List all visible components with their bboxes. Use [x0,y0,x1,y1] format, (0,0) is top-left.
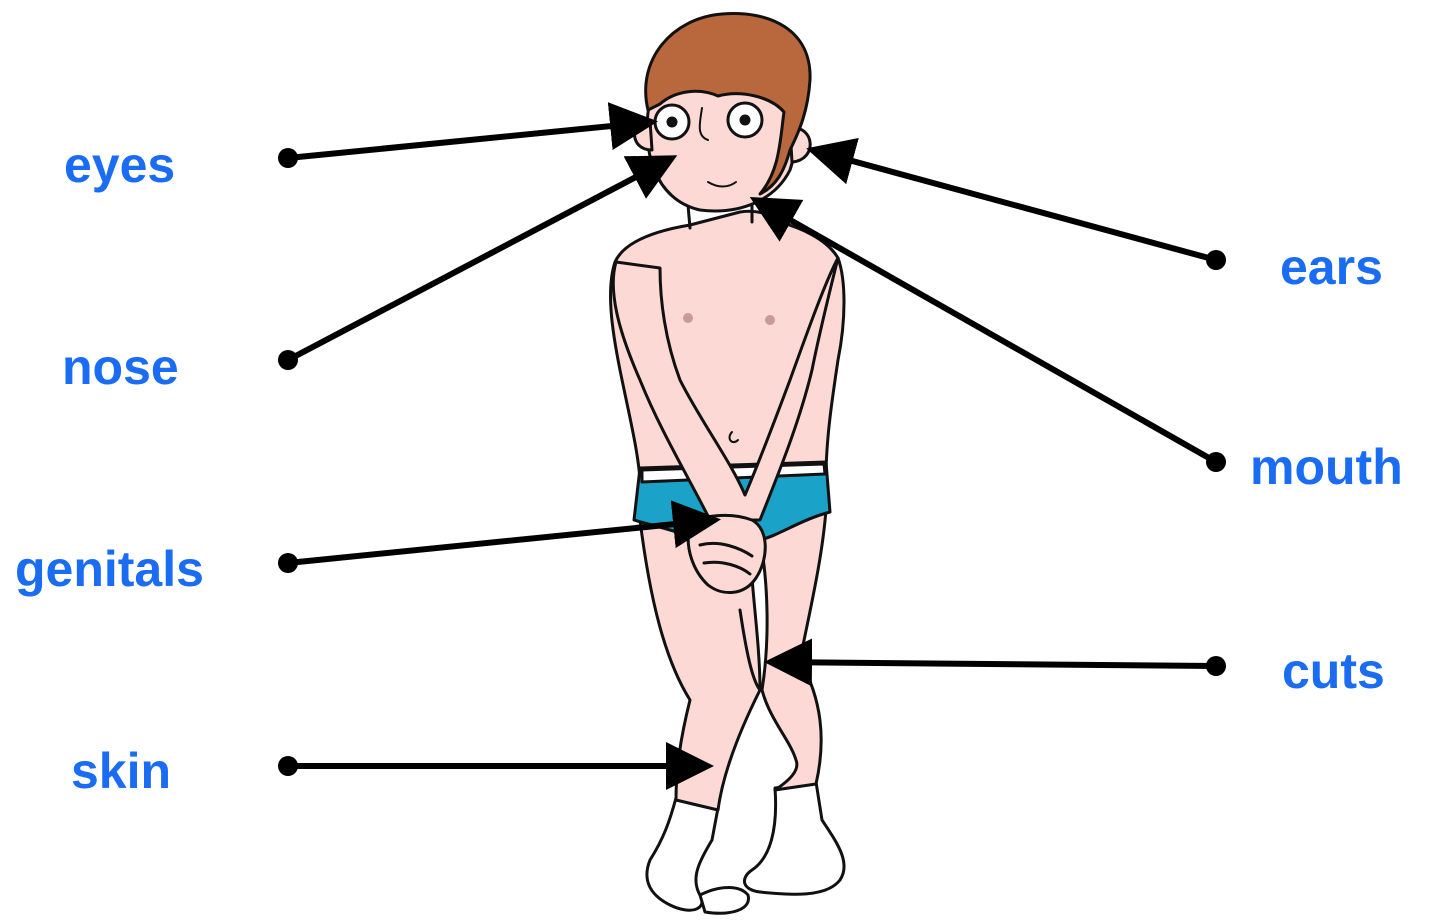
label-cuts: cuts [1282,646,1385,696]
dot-genitals [278,553,298,573]
label-mouth: mouth [1250,442,1403,492]
pointer-ears [812,150,1216,260]
dot-ears [1206,250,1226,270]
pointer-cuts [770,662,1216,666]
label-eyes: eyes [64,140,175,190]
dot-skin [278,756,298,776]
socks [647,782,844,913]
boy-figure [611,14,845,914]
label-genitals: genitals [15,544,204,594]
dot-eyes [278,148,298,168]
label-ears: ears [1280,242,1383,292]
dot-nose [278,350,298,370]
label-skin: skin [71,746,171,796]
label-nose: nose [62,342,179,392]
dot-cuts [1206,656,1226,676]
dot-mouth [1206,452,1226,472]
pointer-eyes [288,122,652,158]
